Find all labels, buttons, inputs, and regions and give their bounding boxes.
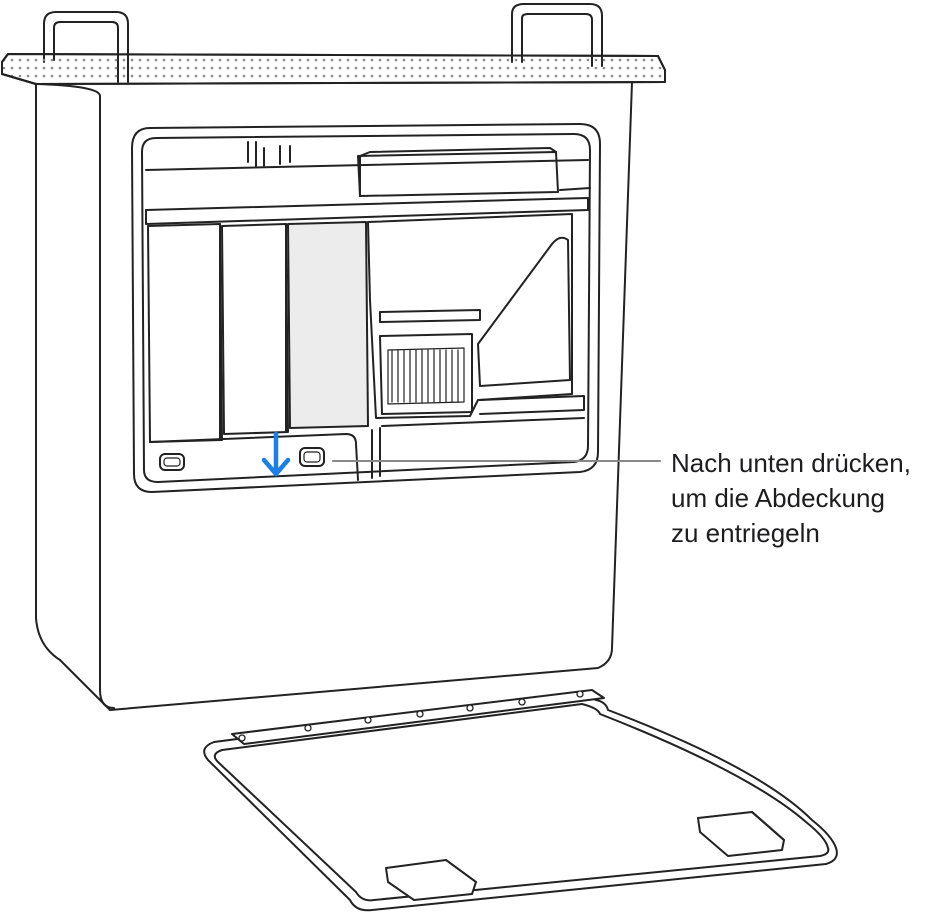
- callout-text: Nach unten drücken, um die Abdeckung zu …: [671, 446, 911, 551]
- latch-icon: [159, 453, 185, 471]
- latch-icon: [299, 447, 325, 467]
- internal-opening: [131, 123, 601, 493]
- down-arrow-icon: [261, 431, 291, 477]
- callout-line-2: um die Abdeckung: [671, 483, 885, 513]
- top-grille: [1, 53, 666, 85]
- right-handle: [511, 3, 603, 67]
- side-cover: [203, 689, 838, 912]
- case-body: [35, 81, 633, 711]
- callout-line-1: Nach unten drücken,: [671, 448, 911, 478]
- callout-line-3: zu entriegeln: [671, 518, 820, 548]
- left-handle: [43, 11, 129, 83]
